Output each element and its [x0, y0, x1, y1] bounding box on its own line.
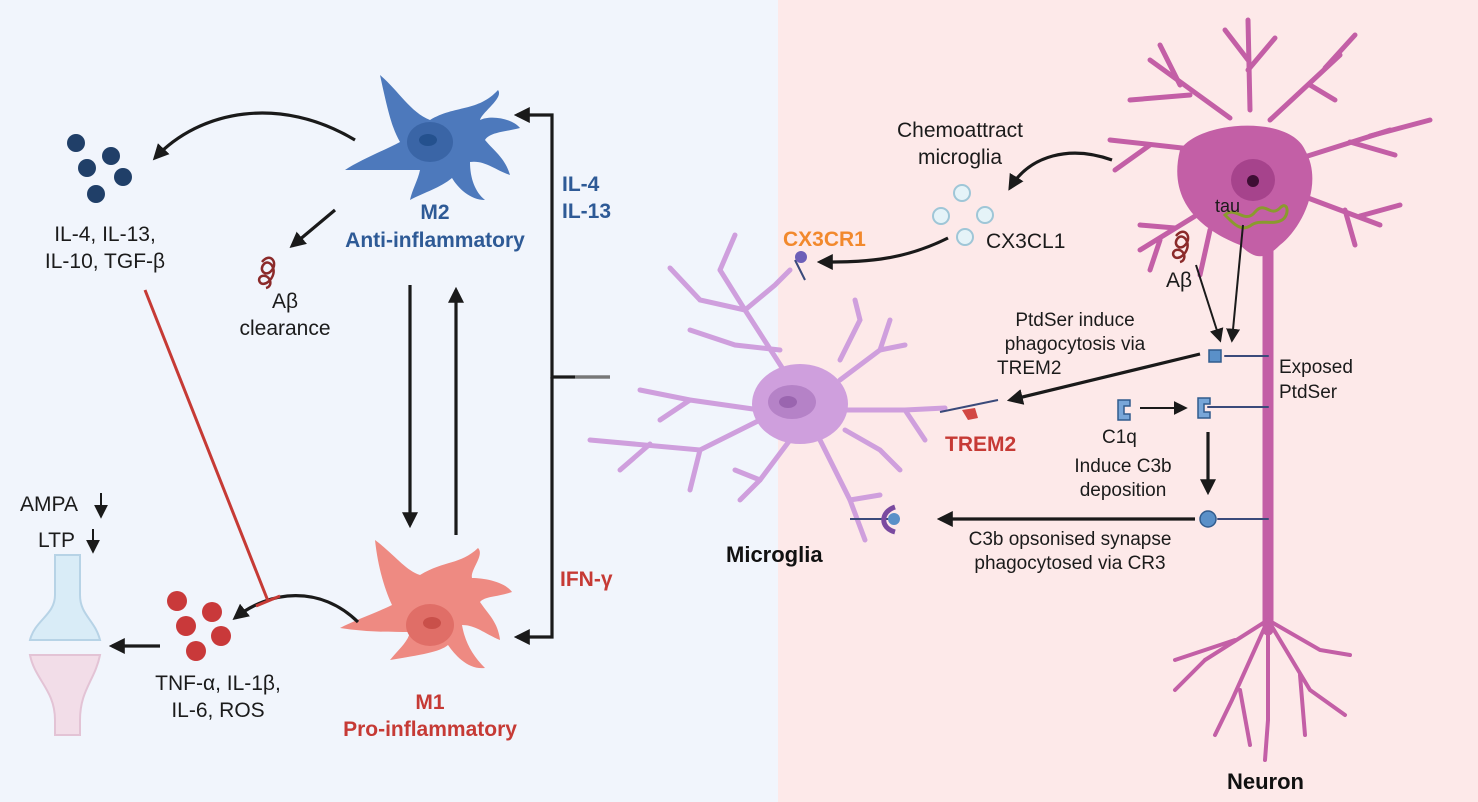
c1q-label: C1q	[1102, 427, 1137, 448]
cr3-receptor	[881, 504, 897, 535]
pro-cytokines-line1: TNF-α, IL-1β,	[155, 672, 281, 695]
anti-cytokines-line1: IL-4, IL-13,	[54, 223, 156, 246]
abeta-clearance-icon	[257, 256, 276, 290]
arrow-m2-to-anti-cytokines	[152, 111, 356, 161]
neuron-cell	[1107, 17, 1433, 762]
trem2-label: TREM2	[945, 433, 1017, 456]
m2-title: M2	[420, 201, 450, 224]
abeta-neuron-icon	[1171, 230, 1190, 264]
c3b-text-line1: Induce C3b	[1074, 456, 1172, 477]
ifn-gamma-label: IFN-γ	[560, 568, 613, 591]
il4-label: IL-4	[562, 173, 600, 196]
synapse-postsynaptic	[28, 654, 102, 736]
arrow-ptdser-to-trem2	[1006, 352, 1201, 405]
microglia-cell	[587, 232, 948, 543]
cx3cr1-receptor	[795, 251, 807, 263]
microglia-label: Microglia	[726, 542, 823, 567]
m2-subtitle: Anti-inflammatory	[345, 229, 525, 252]
ptdser-text-line2: phagocytosis via	[1004, 334, 1146, 355]
ptdser-text-line1: PtdSer induce	[1015, 310, 1135, 331]
cx3cl1-label: CX3CL1	[986, 230, 1066, 253]
arrow-m2-to-abeta	[289, 208, 337, 249]
cx3cl1-vesicles	[932, 184, 994, 246]
pts-receptor	[1208, 349, 1222, 363]
arrow-neuron-to-cx3cl1	[1008, 151, 1113, 191]
chemoattract-line2: microglia	[917, 146, 1003, 169]
abeta-clearance-line1: Aβ	[271, 290, 299, 313]
bracket-microglia-to-m1	[513, 377, 554, 645]
c3b-icon	[1199, 510, 1217, 528]
neuron-label: Neuron	[1227, 769, 1304, 794]
synapse-presynaptic	[28, 554, 102, 641]
tau-tangle	[1222, 204, 1289, 230]
tau-label: tau	[1215, 196, 1241, 216]
abeta-clearance-line2: clearance	[239, 317, 331, 340]
m1-subtitle: Pro-inflammatory	[343, 718, 517, 741]
anti-inflammatory-cytokine-dots	[67, 134, 132, 203]
c3b-text-line2: deposition	[1079, 480, 1167, 501]
abeta-label: Aβ	[1166, 269, 1193, 292]
pro-cytokines-line2: IL-6, ROS	[171, 699, 265, 722]
c1q-bound-icon	[1197, 397, 1211, 419]
cr3-text-line1: C3b opsonised synapse	[968, 529, 1172, 550]
exposed-ptdser-line2: PtdSer	[1279, 382, 1338, 403]
arrow-m1-to-pro-cytokines	[232, 594, 360, 624]
trem2-receptor	[962, 408, 978, 420]
exposed-ptdser-line1: Exposed	[1279, 357, 1353, 378]
m1-cell	[340, 540, 512, 669]
pro-inflammatory-cytokine-dots	[167, 591, 231, 661]
arrow-cx3cl1-to-cx3cr1	[816, 236, 949, 270]
ltp-label: LTP	[38, 529, 75, 552]
arrow-tau-to-ptdser	[1226, 224, 1244, 343]
anti-cytokines-line2: IL-10, TGF-β	[44, 250, 166, 273]
ptdser-text-line3: TREM2	[997, 358, 1062, 379]
left-panel-background	[0, 0, 778, 802]
c1q-icon	[1117, 399, 1131, 421]
inhibition-line	[143, 289, 281, 608]
arrow-abeta-to-ptdser	[1195, 264, 1224, 343]
m1-title: M1	[415, 691, 445, 714]
cx3cr1-label: CX3CR1	[783, 228, 866, 251]
chemoattract-line1: Chemoattract	[896, 119, 1024, 142]
il13-label: IL-13	[562, 200, 612, 223]
cr3-text-line2: phagocytosed via CR3	[974, 553, 1166, 574]
ampa-label: AMPA	[20, 493, 78, 516]
